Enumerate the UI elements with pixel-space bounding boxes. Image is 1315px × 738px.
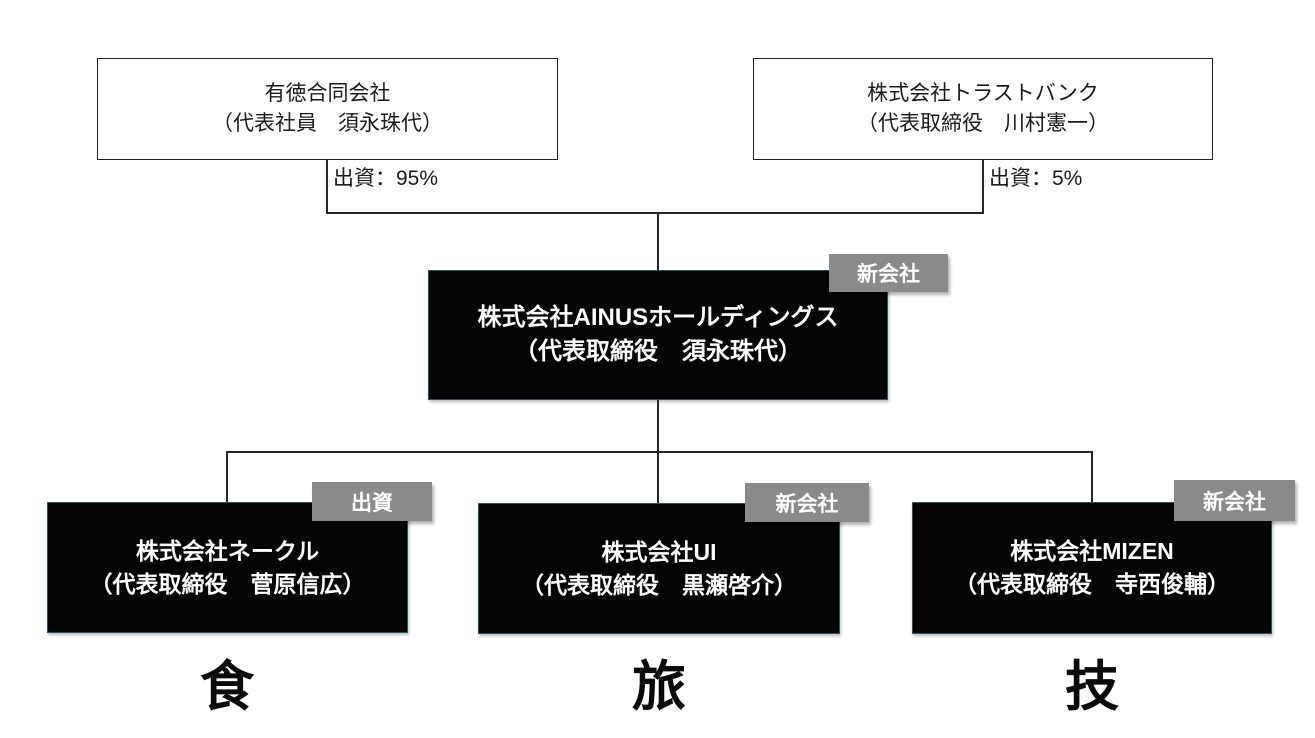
subsidiary-box-nekuru: 株式会社ネークル （代表取締役 菅原信広） <box>47 502 408 633</box>
stake-badge: 出資 <box>312 482 432 521</box>
company-role: （代表取締役 黒瀬啓介） <box>521 571 797 598</box>
company-name: 株式会社MIZEN <box>1010 538 1174 564</box>
company-role: （代表取締役 菅原信広） <box>89 570 366 597</box>
connector-subsidiary-horizontal <box>226 451 1093 453</box>
category-label-tech: 技 <box>1065 657 1119 717</box>
company-role: （代表取締役 川村憲一） <box>857 112 1109 135</box>
company-name: 株式会社トラストバンク <box>867 82 1099 105</box>
connector-subsidiary-left-drop <box>226 451 228 503</box>
company-role: （代表社員 須永珠代） <box>212 112 443 135</box>
connector-subsidiary-right-drop <box>1091 451 1093 503</box>
new-company-badge: 新会社 <box>1174 480 1295 521</box>
subsidiary-box-mizen: 株式会社MIZEN （代表取締役 寺西俊輔） <box>912 502 1272 634</box>
company-name: 株式会社ネークル <box>135 537 320 564</box>
company-role: （代表取締役 須永珠代） <box>514 338 802 365</box>
category-label-travel: 旅 <box>632 657 686 717</box>
parent-box-trustbank: 株式会社トラストバンク （代表取締役 川村憲一） <box>753 58 1213 160</box>
new-company-badge: 新会社 <box>745 483 869 522</box>
new-company-badge: 新会社 <box>829 254 948 292</box>
subsidiary-box-ui: 株式会社UI （代表取締役 黒瀬啓介） <box>478 503 840 634</box>
stake-label-5: 出資：5% <box>989 167 1083 190</box>
company-name: 株式会社AINUSホールディングス <box>477 304 839 331</box>
company-name: 株式会社UI <box>601 538 717 565</box>
company-name: 有徳合同会社 <box>264 82 391 105</box>
connector-parent-left-drop <box>326 160 328 213</box>
company-role: （代表取締役 寺西俊輔） <box>954 571 1230 597</box>
holding-company-box: 株式会社AINUSホールディングス （代表取締役 須永珠代） <box>428 270 888 400</box>
stake-label-95: 出資：95% <box>333 167 439 190</box>
connector-subsidiary-center-drop <box>657 451 659 504</box>
connector-holding-top-drop <box>657 212 659 270</box>
category-label-food: 食 <box>200 657 254 717</box>
parent-box-yutoku: 有徳合同会社 （代表社員 須永珠代） <box>97 58 558 160</box>
connector-parent-right-drop <box>982 160 984 213</box>
connector-parent-horizontal <box>326 212 984 214</box>
connector-holding-bottom-drop <box>657 400 659 453</box>
